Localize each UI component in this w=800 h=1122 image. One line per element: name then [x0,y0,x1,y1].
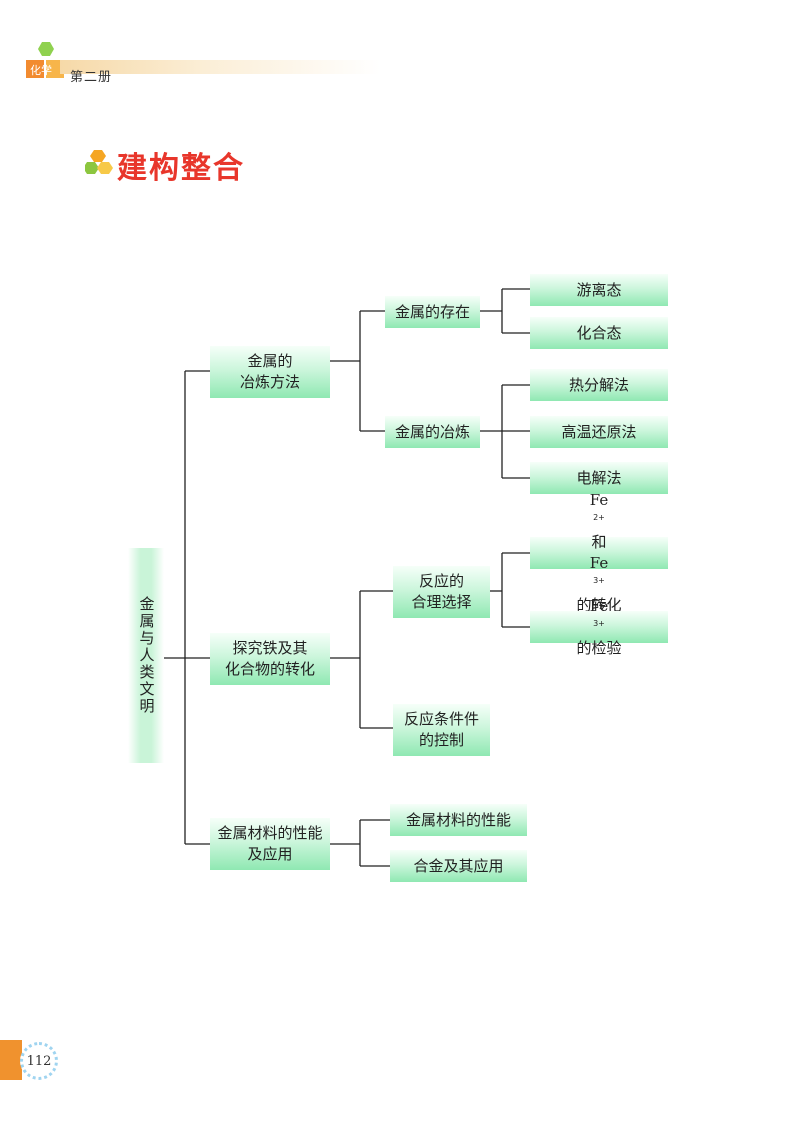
node-metal-existence: 金属的存在 [385,296,480,328]
node-label-line2: 冶炼方法 [239,373,300,391]
branch-iron-compounds: 探究铁及其化合物的转化 [210,633,330,685]
leaf-alloys-applications: 合金及其应用 [390,850,527,882]
book-volume-label: 第二册 [70,70,113,85]
leaf-free-state: 游离态 [530,274,668,306]
leaf-high-temp-reduction: 高温还原法 [530,416,668,448]
node-metal-smelting: 金属的冶炼 [385,416,480,448]
hexagon-cluster-icon [85,150,113,174]
node-reaction-choice: 反应的合理选择 [393,566,490,618]
branch-metal-materials: 金属材料的性能及应用 [210,818,330,870]
book-logo-icon: 化学 [26,42,64,78]
footer-tab [0,1040,22,1080]
leaf-combined-state: 化合态 [530,317,668,349]
leaf-electrolysis: 电解法 [530,462,668,494]
header-decor-bar [60,60,380,74]
root-node: 金属与人类文明 [128,548,164,763]
branch-smelting-methods: 金属的冶炼方法 [210,346,330,398]
svg-text:化学: 化学 [30,63,52,77]
section-title: 建构整合 [117,151,245,186]
node-label-line1: 金属的 [247,352,293,370]
page-number: 112 [20,1042,58,1080]
leaf-material-properties: 金属材料的性能 [390,804,527,836]
leaf-thermal-decomposition: 热分解法 [530,369,668,401]
node-reaction-conditions: 反应条件件的控制 [393,704,490,756]
